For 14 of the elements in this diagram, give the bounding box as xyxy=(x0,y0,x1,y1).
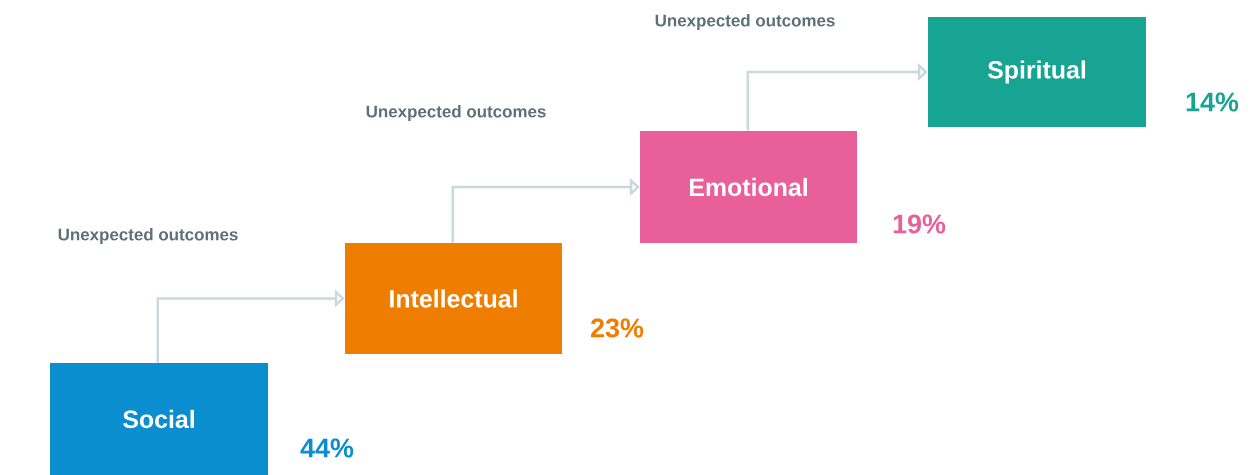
arrow xyxy=(451,177,640,243)
arrow xyxy=(156,289,345,363)
process-box: Intellectual xyxy=(345,243,562,354)
percentage-label: 19% xyxy=(893,214,946,234)
percentage-label: 14% xyxy=(1186,92,1239,112)
edge-label: Unexpected outcomes xyxy=(366,105,546,121)
process-box: Emotional xyxy=(640,131,857,243)
edge-label: Unexpected outcomes xyxy=(655,14,835,30)
arrow xyxy=(746,62,928,131)
percentage-label: 23% xyxy=(591,318,644,338)
percentage-label: 44% xyxy=(300,438,354,458)
process-box: Social xyxy=(50,363,268,475)
edge-label: Unexpected outcomes xyxy=(58,228,238,244)
process-box: Spiritual xyxy=(928,17,1146,127)
